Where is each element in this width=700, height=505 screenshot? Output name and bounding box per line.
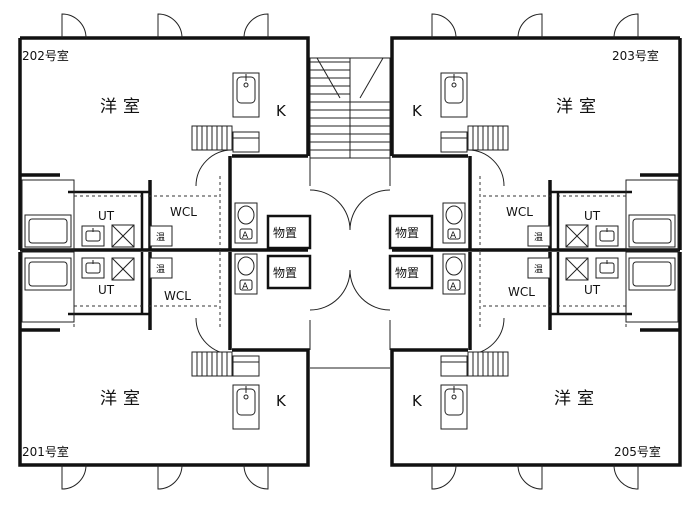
storage-label-202: 物置	[273, 226, 297, 240]
storage-label-201: 物置	[273, 266, 297, 280]
storage-label-205: 物置	[395, 266, 419, 280]
wcl-label-201: WCL	[164, 289, 191, 303]
western-room-label-202: 洋室	[100, 97, 146, 117]
unit-number-201: 201号室	[22, 444, 69, 459]
ut-label-201: UT	[98, 283, 115, 297]
unit-203: 203号室 洋室 K WCL UT 温 物置	[388, 13, 682, 252]
unit-number-202: 202号室	[22, 48, 69, 63]
wcl-label-203: WCL	[506, 205, 533, 219]
unit-number-205: 205号室	[614, 444, 661, 459]
kitchen-label-203: K	[412, 102, 423, 120]
water-heater-label-202: 温	[156, 232, 165, 243]
western-room-label-201: 洋室	[100, 389, 146, 409]
water-heater-label-205: 温	[534, 264, 543, 275]
kitchen-label-201: K	[276, 392, 287, 410]
unit-202: 202号室 洋室 K WCL UT 温 物置	[18, 13, 312, 252]
kitchen-label-205: K	[412, 392, 423, 410]
ut-label-205: UT	[584, 283, 601, 297]
unit-201: 201号室 洋室 K WCL UT 温 物置	[18, 251, 312, 490]
corridor-door-swings	[309, 156, 391, 350]
central-staircase	[309, 57, 391, 369]
western-room-label-205: 洋室	[554, 389, 600, 409]
western-room-label-203: 洋室	[556, 97, 602, 117]
water-heater-label-201: 温	[156, 264, 165, 275]
ut-label-203: UT	[584, 209, 601, 223]
wcl-label-205: WCL	[508, 285, 535, 299]
kitchen-label-202: K	[276, 102, 287, 120]
wcl-label-202: WCL	[170, 205, 197, 219]
storage-label-203: 物置	[395, 226, 419, 240]
unit-205: 205号室 洋室 K WCL UT 温 物置	[388, 251, 682, 490]
water-heater-label-203: 温	[534, 232, 543, 243]
ut-label-202: UT	[98, 209, 115, 223]
unit-number-203: 203号室	[612, 48, 659, 63]
